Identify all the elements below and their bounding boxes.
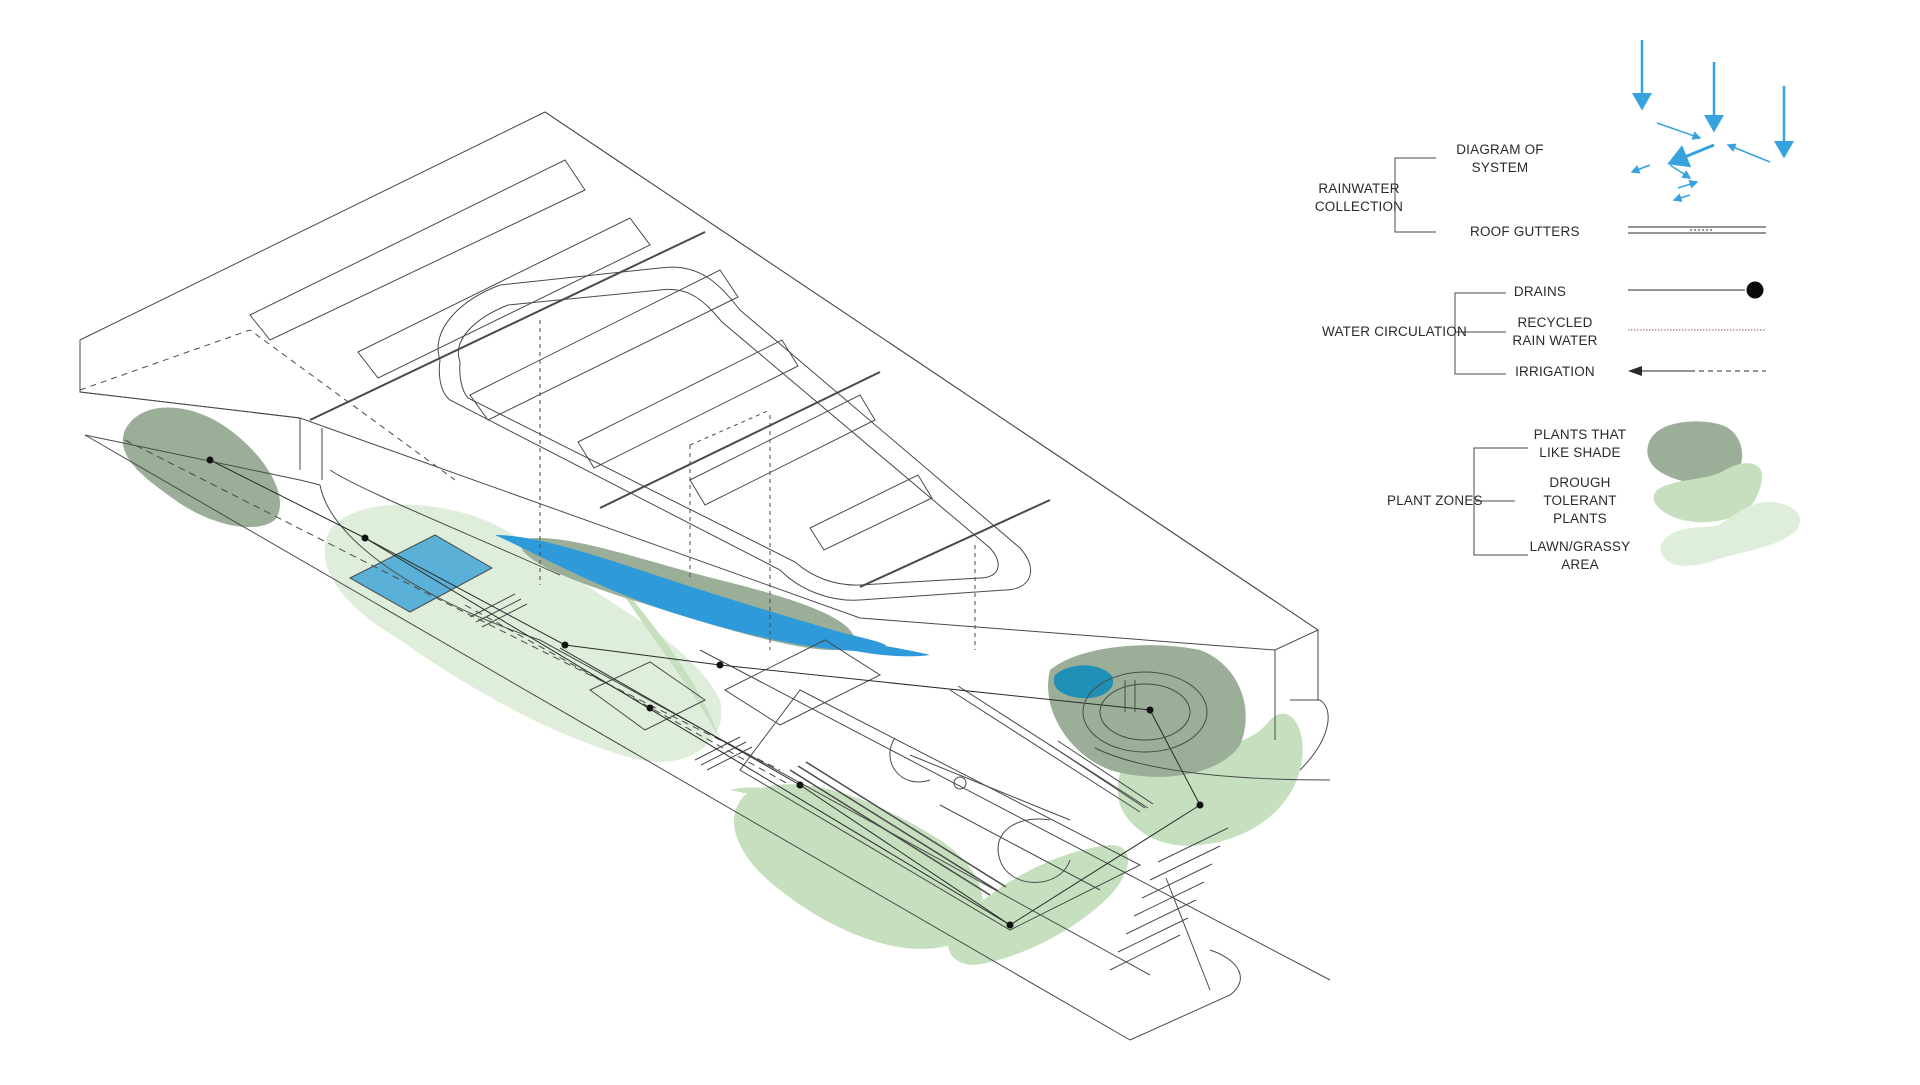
drought-plants-label: DROUGH TOLERANT PLANTS (1543, 475, 1617, 526)
bioswale-pond (495, 535, 887, 651)
irrigation-label: IRRIGATION (1515, 364, 1595, 379)
arrow-dashed-line-icon (1628, 366, 1766, 376)
blue-arrows-icon (1630, 40, 1794, 203)
drain-nodes (206, 456, 1204, 929)
shade-plants-swatch (1647, 421, 1743, 484)
lawn-swatch (1660, 501, 1801, 566)
double-line-gutter-icon (1628, 226, 1766, 234)
small-pond-east (1053, 665, 1114, 699)
parking-stalls (1109, 827, 1229, 991)
rainwater-bracket (1394, 157, 1436, 233)
drought-area-east (1117, 713, 1303, 846)
shade-zones (122, 407, 1246, 830)
plant-zones-bracket (1473, 447, 1528, 556)
lawn-area-label: LAWN/GRASSY AREA (1529, 539, 1631, 572)
water-circulation-bracket (1454, 292, 1506, 375)
plant-zones-label: PLANT ZONES (1387, 493, 1483, 508)
ground-linework (84, 434, 1331, 1041)
diagram-of-system-label: DIAGRAM OF SYSTEM (1456, 142, 1544, 175)
shade-area-west (122, 407, 280, 528)
recycled-rain-water-label: RECYCLED RAIN WATER (1512, 315, 1598, 348)
lawn-area-south (733, 784, 983, 949)
rainwater-collection-label: RAINWATER COLLECTION (1314, 181, 1404, 214)
drought-plants-swatch (1653, 463, 1763, 523)
legend (1394, 40, 1801, 566)
roof-gutters-label: ROOF GUTTERS (1470, 224, 1580, 239)
pond-tail (850, 640, 930, 657)
site-plan (79, 111, 1331, 1041)
rain-garden-cistern (348, 534, 494, 613)
water-circulation-label: WATER CIRCULATION (1322, 324, 1467, 339)
shade-plants-label: PLANTS THAT LIKE SHADE (1533, 427, 1627, 460)
line-with-dot-icon (1628, 281, 1764, 299)
roof-structure (79, 111, 1320, 740)
irrigation-path (124, 439, 781, 771)
roof-gutter-line (329, 469, 561, 576)
drought-area-court (947, 845, 1129, 965)
drains-label: DRAINS (1513, 284, 1567, 299)
